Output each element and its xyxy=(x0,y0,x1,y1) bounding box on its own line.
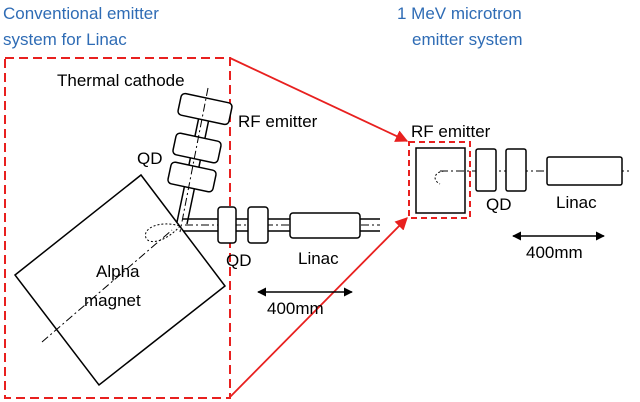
label-dim-right: 400mm xyxy=(526,243,583,262)
label-alpha-line1: Alpha xyxy=(96,262,140,281)
magnet-axis xyxy=(41,229,173,343)
label-qd-right: QD xyxy=(486,195,512,214)
qd-right-group xyxy=(475,148,527,192)
label-qd-upper-left: QD xyxy=(137,149,163,168)
label-qd-lower-left: QD xyxy=(226,251,252,270)
qd-upper-group xyxy=(167,132,222,193)
conventional-title-line1: Conventional emitter xyxy=(3,4,159,23)
label-rf-emitter-right: RF emitter xyxy=(411,122,491,141)
thermal-cathode xyxy=(177,92,233,126)
label-alpha-line2: magnet xyxy=(84,291,141,310)
linac-left xyxy=(289,212,361,239)
label-dim-left: 400mm xyxy=(267,299,324,318)
microtron-title: 1 MeV microtron emitter system xyxy=(397,4,523,49)
label-rf-emitter-left: RF emitter xyxy=(238,112,318,131)
conventional-title-line2: system for Linac xyxy=(3,30,127,49)
qd-lower-group xyxy=(217,206,269,244)
microtron-title-line2: emitter system xyxy=(412,30,523,49)
label-linac-right: Linac xyxy=(556,193,597,212)
alpha-magnet xyxy=(13,173,227,387)
beam-orbit xyxy=(144,223,181,242)
microtron-title-line1: 1 MeV microtron xyxy=(397,4,522,23)
conventional-title: Conventional emitter system for Linac xyxy=(3,4,159,49)
rf-emitter-right-body xyxy=(415,147,466,214)
arrow-bottom xyxy=(229,217,408,398)
label-thermal-cathode: Thermal cathode xyxy=(57,71,185,90)
rf-emitter-highlight-box xyxy=(408,141,471,219)
arrow-top xyxy=(229,57,409,142)
linac-right xyxy=(546,156,623,186)
label-linac-left: Linac xyxy=(298,249,339,268)
